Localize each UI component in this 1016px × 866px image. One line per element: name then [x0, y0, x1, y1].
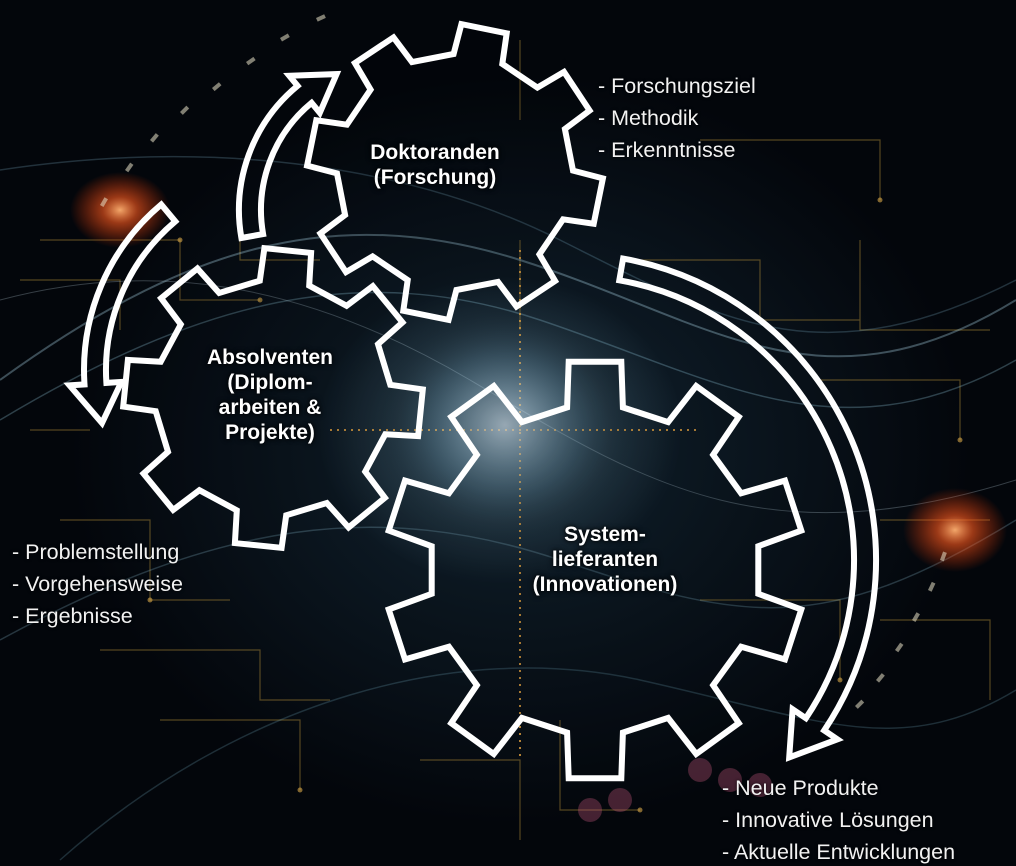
systemlieferanten-line-1: System- [564, 523, 646, 546]
digit-stream-bottom [578, 758, 772, 822]
list-item: - Vorgehensweise [12, 572, 183, 596]
suppliers-bullet-list: - Neue Produkte - Innovative Lösungen - … [722, 772, 955, 866]
orange-glow-left [70, 172, 170, 248]
systemlieferanten-line-3: (Innovationen) [532, 573, 678, 596]
list-item: - Aktuelle Entwicklungen [722, 840, 956, 864]
list-item: - Erkenntnisse [598, 138, 736, 162]
list-item: - Methodik [598, 106, 699, 130]
systemlieferanten-line-2: lieferanten [551, 548, 659, 571]
list-item: - Problemstellung [12, 540, 180, 564]
graduates-bullet-list: - Problemstellung - Vorgehensweise - Erg… [12, 536, 183, 632]
absolventen-line-4: Projekte) [225, 421, 315, 444]
absolventen-label: Absolventen (Diplom- arbeiten & Projekte… [185, 345, 355, 445]
list-item: - Innovative Lösungen [722, 808, 934, 832]
doktoranden-gear [303, 20, 607, 324]
doktoranden-title: Doktoranden [370, 141, 500, 164]
list-item: - Neue Produkte [722, 776, 879, 800]
circuit-traces [20, 40, 991, 840]
cycle-arrow-left [63, 200, 180, 429]
digit-stream-right [855, 551, 947, 709]
orange-glow-right [903, 488, 1007, 572]
systemlieferanten-gear [384, 358, 806, 782]
doktoranden-subtitle: (Forschung) [373, 166, 497, 189]
list-item: - Forschungsziel [598, 74, 756, 98]
cycle-arrow-right [615, 255, 879, 762]
doktoranden-label: Doktoranden (Forschung) [350, 140, 520, 190]
digit-stream-top [99, 14, 326, 208]
absolventen-line-3: arbeiten & [218, 396, 322, 419]
absolventen-gear [119, 244, 427, 552]
absolventen-line-2: (Diplom- [227, 371, 313, 394]
systemlieferanten-label: System- lieferanten (Innovationen) [505, 522, 705, 597]
research-bullet-list: - Forschungsziel - Methodik - Erkenntnis… [598, 70, 756, 166]
list-item: - Ergebnisse [12, 604, 133, 628]
cycle-arrow-top [235, 70, 342, 242]
absolventen-title: Absolventen [206, 346, 334, 369]
